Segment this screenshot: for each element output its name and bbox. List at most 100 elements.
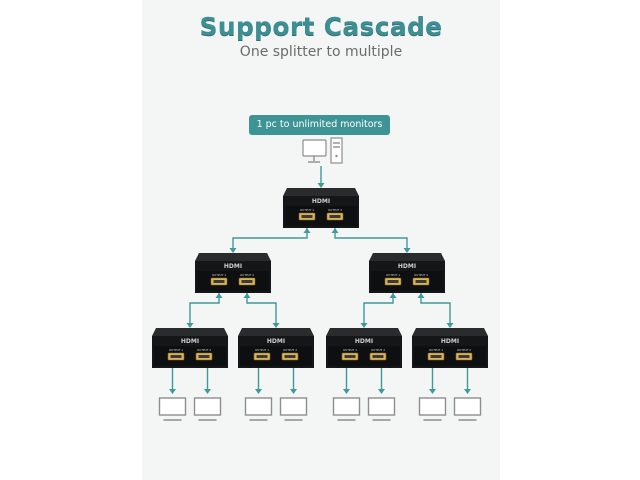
- splitter-front-panel: [240, 346, 312, 366]
- splitter-brand-label: HDMI: [441, 338, 459, 345]
- splitter-front-panel: [154, 346, 226, 366]
- monitor-icon: [453, 397, 482, 421]
- monitor-screen: [279, 397, 308, 416]
- hdmi-port-slot: [372, 355, 384, 358]
- monitor-screen: [453, 397, 482, 416]
- monitor-icon: [279, 397, 308, 421]
- arrow-out-level2-left: [215, 293, 223, 298]
- hdmi-port-slot: [170, 355, 182, 358]
- splitter-port-label: OUTPUT 1: [300, 208, 314, 212]
- hdmi-port-slot: [430, 355, 442, 358]
- monitor-icon: [332, 397, 361, 421]
- splitter-front-panel: [328, 346, 400, 366]
- arrow-to-monitor: [464, 389, 471, 394]
- monitor-screen: [244, 397, 273, 416]
- splitter-front-panel: [414, 346, 486, 366]
- splitter-port-label: OUTPUT 2: [414, 273, 428, 277]
- arrow-to-monitor: [255, 389, 262, 394]
- arrow-out-level1-right: [331, 228, 339, 233]
- hdmi-splitter-5: HDMI OUTPUT 1 OUTPUT 2: [238, 328, 314, 368]
- hdmi-port-slot: [198, 355, 210, 358]
- arrow-pc-to-splitter: [317, 183, 325, 188]
- arrow-out-level1-left: [303, 228, 311, 233]
- hdmi-port-slot: [344, 355, 356, 358]
- splitter-port-label: OUTPUT 1: [386, 273, 400, 277]
- hdmi-port-slot: [213, 280, 225, 283]
- splitter-port-label: OUTPUT 2: [240, 273, 254, 277]
- monitor-icon: [418, 397, 447, 421]
- monitor-screen: [418, 397, 447, 416]
- hdmi-port-slot: [301, 215, 313, 218]
- splitter-port-label: OUTPUT 2: [197, 348, 211, 352]
- splitter-brand-label: HDMI: [398, 263, 416, 270]
- hdmi-port-slot: [241, 280, 253, 283]
- splitter-brand-label: HDMI: [181, 338, 199, 345]
- splitter-port-label: OUTPUT 1: [255, 348, 269, 352]
- splitter-brand-label: HDMI: [312, 198, 330, 205]
- connection-wires: [169, 166, 471, 394]
- arrow-out-level2-left: [389, 293, 397, 298]
- monitor-screen: [332, 397, 361, 416]
- hdmi-port-slot: [415, 280, 427, 283]
- monitor-screen: [367, 397, 396, 416]
- arrow-to-monitor: [343, 389, 350, 394]
- splitter-front-panel: [197, 271, 269, 291]
- splitter-top-face: [283, 188, 359, 196]
- hdmi-splitter-7: HDMI OUTPUT 1 OUTPUT 2: [412, 328, 488, 368]
- desktop-pc-icon: [302, 137, 343, 164]
- arrow-level2-right: [446, 323, 454, 328]
- splitter-port-label: OUTPUT 2: [328, 208, 342, 212]
- wire-level2-right: [420, 293, 451, 326]
- hdmi-splitter-2: HDMI OUTPUT 1 OUTPUT 2: [195, 253, 271, 293]
- arrow-to-monitor: [204, 389, 211, 394]
- wire-level2-left: [189, 293, 220, 326]
- arrow-to-monitor: [290, 389, 297, 394]
- hdmi-splitter-3: HDMI OUTPUT 1 OUTPUT 2: [369, 253, 445, 293]
- arrow-out-level2-right: [417, 293, 425, 298]
- splitter-port-label: OUTPUT 1: [212, 273, 226, 277]
- hdmi-port-slot: [329, 215, 341, 218]
- cascade-badge: 1 pc to unlimited monitors: [249, 115, 390, 135]
- hdmi-port-slot: [284, 355, 296, 358]
- wire-level2-right: [246, 293, 277, 326]
- splitter-group: HDMI OUTPUT 1 OUTPUT 2 HDMI OUTPUT 1 OUTPUT 2…: [152, 188, 488, 368]
- hdmi-port-slot: [387, 280, 399, 283]
- monitor-group: [158, 397, 482, 421]
- arrow-to-monitor: [169, 389, 176, 394]
- splitter-top-face: [195, 253, 271, 261]
- monitor-icon: [158, 397, 187, 421]
- monitor-icon: [244, 397, 273, 421]
- wire-level1-right: [334, 228, 408, 251]
- monitor-screen: [193, 397, 222, 416]
- hdmi-port-slot: [256, 355, 268, 358]
- hdmi-splitter-1: HDMI OUTPUT 1 OUTPUT 2: [283, 188, 359, 228]
- arrow-to-monitor: [429, 389, 436, 394]
- splitter-brand-label: HDMI: [224, 263, 242, 270]
- splitter-port-label: OUTPUT 1: [169, 348, 183, 352]
- wire-level2-left: [363, 293, 394, 326]
- wire-level1-left: [232, 228, 308, 251]
- monitor-screen: [158, 397, 187, 416]
- splitter-port-label: OUTPUT 2: [371, 348, 385, 352]
- splitter-port-label: OUTPUT 2: [283, 348, 297, 352]
- page-subtitle: One splitter to multiple: [239, 44, 403, 60]
- splitter-brand-label: HDMI: [267, 338, 285, 345]
- page-title: Support Cascade: [199, 12, 443, 41]
- hdmi-splitter-6: HDMI OUTPUT 1 OUTPUT 2: [326, 328, 402, 368]
- splitter-top-face: [369, 253, 445, 261]
- splitter-port-label: OUTPUT 1: [343, 348, 357, 352]
- splitter-front-panel: [371, 271, 443, 291]
- hdmi-splitter-4: HDMI OUTPUT 1 OUTPUT 2: [152, 328, 228, 368]
- arrow-level2-left: [186, 323, 194, 328]
- splitter-top-face: [152, 328, 228, 336]
- monitor-icon: [367, 397, 396, 421]
- monitor-icon: [193, 397, 222, 421]
- arrow-level2-left: [360, 323, 368, 328]
- splitter-brand-label: HDMI: [355, 338, 373, 345]
- splitter-port-label: OUTPUT 2: [457, 348, 471, 352]
- splitter-top-face: [326, 328, 402, 336]
- arrow-to-monitor: [378, 389, 385, 394]
- splitter-port-label: OUTPUT 1: [429, 348, 443, 352]
- splitter-top-face: [238, 328, 314, 336]
